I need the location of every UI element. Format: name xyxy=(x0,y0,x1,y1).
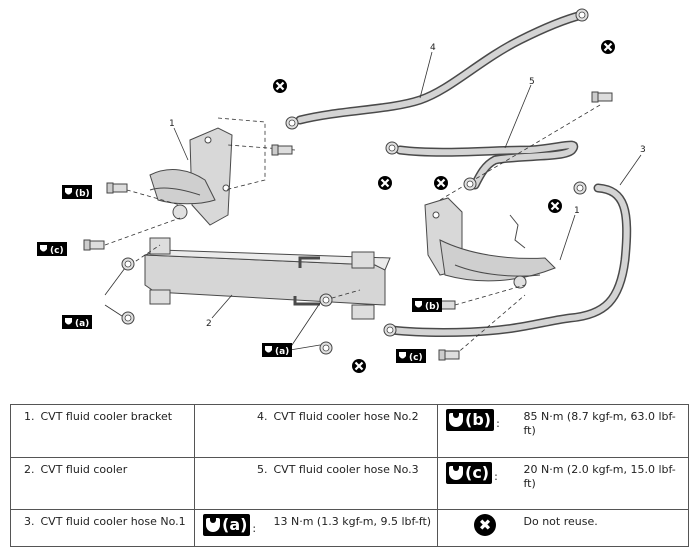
callout-2: 2 xyxy=(206,319,212,329)
legend-row: 1. CVT fluid cooler bracket 4. CVT fluid… xyxy=(10,404,689,458)
callout-1-right: 1 xyxy=(574,206,580,216)
legend-num: 4. xyxy=(194,404,270,458)
svg-text:(c): (c) xyxy=(409,353,423,363)
torque-b-icon: (b) xyxy=(446,409,495,431)
svg-text:(c): (c) xyxy=(50,246,64,256)
legend-text: 13 N·m (1.3 kgf-m, 9.5 lbf-ft) xyxy=(269,509,438,547)
callout-1-left: 1 xyxy=(169,119,175,129)
torque-badge-b-right: (b) xyxy=(412,298,442,312)
torque-badge-c-left: (c) xyxy=(37,242,67,256)
legend-symbol: ✖ xyxy=(437,509,520,547)
callout-3: 3 xyxy=(640,145,646,155)
legend-row: 2. CVT fluid cooler 5. CVT fluid cooler … xyxy=(10,456,689,511)
legend-text: CVT fluid cooler hose No.2 xyxy=(269,404,438,458)
legend-num: 1. xyxy=(10,404,37,458)
legend-text: CVT fluid cooler bracket xyxy=(36,404,195,458)
exploded-view-diagram: (b) (c) (a) (a) (b) (c) 1 2 3 4 5 1 xyxy=(37,8,646,375)
legend-text: 85 N·m (8.7 kgf-m, 63.0 lbf-ft) xyxy=(519,404,689,458)
torque-a-icon: (a) xyxy=(203,514,251,537)
legend-text: 20 N·m (2.0 kgf-m, 15.0 lbf-ft) xyxy=(519,456,689,511)
legend-num: 5. xyxy=(194,456,270,511)
callout-4: 4 xyxy=(430,43,436,53)
callout-5: 5 xyxy=(529,77,535,87)
legend-symbol: (a): xyxy=(194,509,270,547)
svg-text:(a): (a) xyxy=(275,347,289,357)
svg-text:(a): (a) xyxy=(75,319,89,329)
legend-text: Do not reuse. xyxy=(519,509,689,547)
legend-text: CVT fluid cooler hose No.1 xyxy=(36,509,195,547)
torque-badge-c-right: (c) xyxy=(396,349,426,363)
do-not-reuse-icon xyxy=(271,77,289,95)
legend-symbol: (b): xyxy=(437,404,520,458)
cvt-fluid-cooler xyxy=(144,237,391,320)
torque-badge-a-left: (a) xyxy=(62,315,92,329)
torque-c-icon: (c) xyxy=(446,461,493,484)
cooler-bracket-right xyxy=(424,197,556,289)
legend-row: 3. CVT fluid cooler hose No.1 (a): 13 N·… xyxy=(10,509,689,547)
legend-table: 1. CVT fluid cooler bracket 4. CVT fluid… xyxy=(10,404,689,547)
legend-symbol: (c): xyxy=(437,456,520,511)
legend-num: 2. xyxy=(10,456,37,511)
torque-badge-a-center: (a) xyxy=(262,343,292,357)
legend-text: CVT fluid cooler xyxy=(36,456,195,511)
cooler-bracket-left xyxy=(149,127,233,226)
legend-text: CVT fluid cooler hose No.3 xyxy=(269,456,438,511)
legend-num: 3. xyxy=(10,509,37,547)
do-not-reuse-icon: ✖ xyxy=(474,514,496,537)
torque-badge-b-left: (b) xyxy=(62,185,92,199)
svg-text:(b): (b) xyxy=(75,189,90,199)
svg-text:(b): (b) xyxy=(425,302,440,312)
